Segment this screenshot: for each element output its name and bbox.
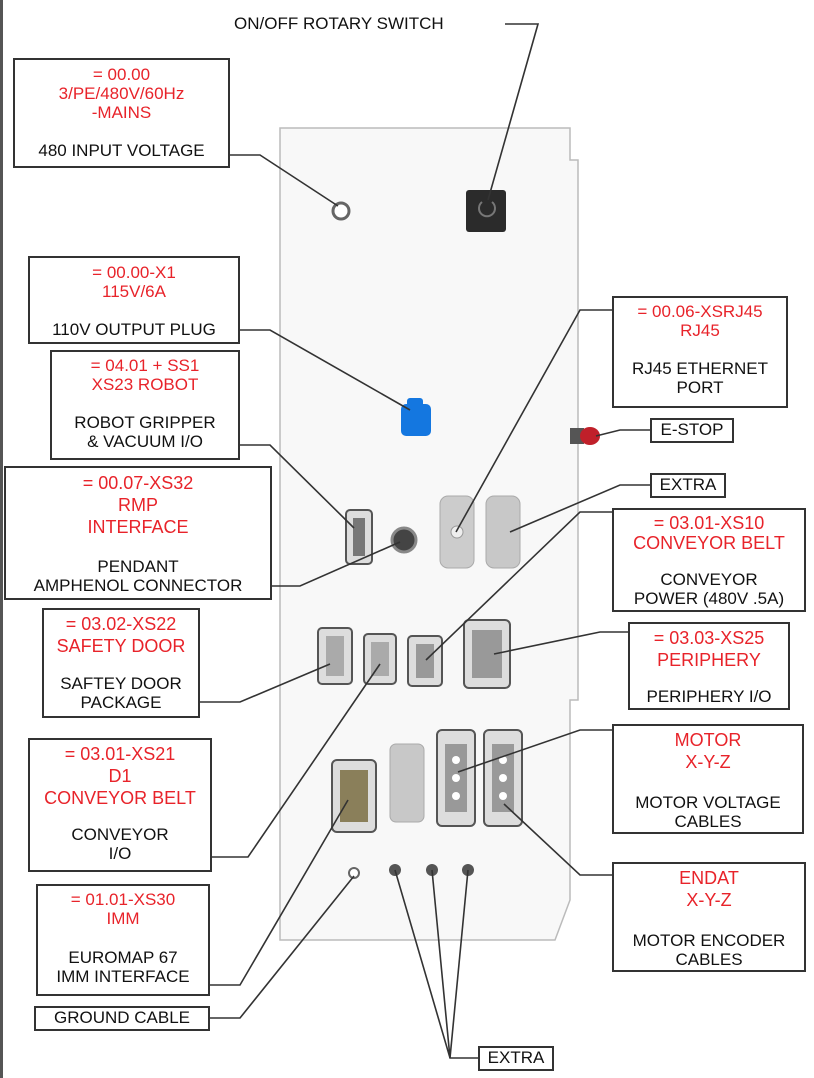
callout-motor-voltage-desc: MOTOR VOLTAGE CABLES <box>635 793 781 831</box>
small-round-connector-icon <box>390 526 418 554</box>
imm-connector-icon <box>331 759 377 833</box>
conveyor-power-connector-icon <box>407 635 443 687</box>
conveyor-io-connector-icon <box>363 633 397 685</box>
estop-icon <box>570 427 600 445</box>
panel-outline <box>279 127 579 941</box>
callout-pendant: = 00.07-XS32 RMP INTERFACE PENDANT AMPHE… <box>4 466 272 600</box>
rotary-switch-label: ON/OFF ROTARY SWITCH <box>234 14 444 33</box>
estop-label: E-STOP <box>650 418 734 443</box>
callout-mains-desc: 480 INPUT VOLTAGE <box>38 141 205 160</box>
callout-robot-desc: ROBOT GRIPPER & VACUUM I/O <box>74 413 216 451</box>
pendant-connector-icon <box>345 509 373 565</box>
page-frame <box>0 0 3 1078</box>
callout-110v-plug-desc: 110V OUTPUT PLUG <box>52 320 216 339</box>
callout-robot-code: = 04.01 + SS1 XS23 ROBOT <box>90 356 200 394</box>
ground-cable-label: GROUND CABLE <box>34 1006 210 1031</box>
callout-conveyor-io-code: = 03.01-XS21 D1 CONVEYOR BELT <box>44 744 196 808</box>
ground-stud-icon <box>348 867 360 879</box>
callout-imm-desc: EUROMAP 67 IMM INTERFACE <box>56 948 190 986</box>
callout-conveyor-power-desc: CONVEYOR POWER (480V .5A) <box>633 570 785 608</box>
extra-top-label: EXTRA <box>650 473 726 498</box>
blue-plug-icon <box>401 398 431 436</box>
callout-conveyor-power: = 03.01-XS10 CONVEYOR BELT CONVEYOR POWE… <box>612 508 806 612</box>
callout-pendant-desc: PENDANT AMPHENOL CONNECTOR <box>33 557 243 595</box>
motor-encoder-connector-icon <box>483 729 523 827</box>
callout-motor-encoder: ENDAT X-Y-Z MOTOR ENCODER CABLES <box>612 862 806 972</box>
callout-rj45: = 00.06-XSRJ45 RJ45 RJ45 ETHERNET PORT <box>612 296 788 408</box>
rotary-switch-icon <box>466 190 506 232</box>
callout-safety-door: = 03.02-XS22 SAFETY DOOR SAFTEY DOOR PAC… <box>42 608 200 718</box>
callout-conveyor-power-code: = 03.01-XS10 CONVEYOR BELT <box>633 513 785 553</box>
callout-conveyor-io-desc: CONVEYOR I/O <box>71 825 169 863</box>
callout-periphery-code: = 03.03-XS25 PERIPHERY <box>653 628 765 670</box>
callout-mains-code: = 00.00 3/PE/480V/60Hz -MAINS <box>58 65 185 122</box>
callout-motor-voltage-code: MOTOR X-Y-Z <box>674 730 742 772</box>
leader-lines <box>200 23 650 1059</box>
callout-periphery-desc: PERIPHERY I/O <box>646 687 772 706</box>
callout-rj45-desc: RJ45 ETHERNET PORT <box>631 359 769 397</box>
callout-imm-code: = 01.01-XS30 IMM <box>70 890 176 928</box>
mains-inlet-icon <box>331 201 351 221</box>
safety-door-connector-icon <box>317 627 353 685</box>
callout-mains: = 00.00 3/PE/480V/60Hz -MAINS 480 INPUT … <box>13 58 230 168</box>
callout-periphery: = 03.03-XS25 PERIPHERY PERIPHERY I/O <box>628 622 790 710</box>
callout-110v-plug-code: = 00.00-X1 115V/6A <box>92 263 176 301</box>
callout-imm: = 01.01-XS30 IMM EUROMAP 67 IMM INTERFAC… <box>36 884 210 996</box>
rj45-port-icon <box>439 495 475 569</box>
callout-motor-encoder-desc: MOTOR ENCODER CABLES <box>632 931 786 969</box>
extra-blank-bottom-icon <box>389 743 425 823</box>
callout-safety-door-desc: SAFTEY DOOR PACKAGE <box>60 674 182 712</box>
callout-110v-plug: = 00.00-X1 115V/6A 110V OUTPUT PLUG <box>28 256 240 344</box>
motor-voltage-connector-icon <box>436 729 476 827</box>
callout-conveyor-io: = 03.01-XS21 D1 CONVEYOR BELT CONVEYOR I… <box>28 738 212 872</box>
callout-pendant-code: = 00.07-XS32 RMP INTERFACE <box>82 473 194 537</box>
extra-blank-top-icon <box>485 495 521 569</box>
callout-rj45-code: = 00.06-XSRJ45 RJ45 <box>637 302 763 340</box>
periphery-connector-icon <box>463 619 511 689</box>
extra-bottom-label: EXTRA <box>478 1046 554 1071</box>
callout-motor-voltage: MOTOR X-Y-Z MOTOR VOLTAGE CABLES <box>612 724 804 834</box>
callout-motor-encoder-code: ENDAT X-Y-Z <box>679 868 739 910</box>
callout-safety-door-code: = 03.02-XS22 SAFETY DOOR <box>56 614 186 656</box>
callout-robot: = 04.01 + SS1 XS23 ROBOT ROBOT GRIPPER &… <box>50 350 240 460</box>
